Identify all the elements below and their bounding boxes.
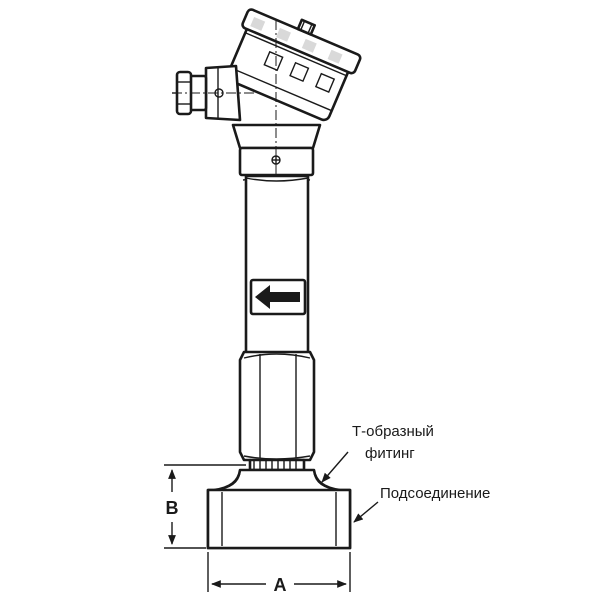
tee-fitting-label-line2: фитинг bbox=[365, 445, 415, 462]
callout-connection: Подсоединение bbox=[353, 485, 490, 523]
thread-ring bbox=[248, 458, 306, 472]
dimension-a: A bbox=[207, 552, 351, 595]
dimension-b-label: B bbox=[166, 498, 179, 518]
tee-fitting bbox=[206, 468, 352, 550]
terminal-head bbox=[172, 8, 362, 150]
dimension-a-label: A bbox=[274, 575, 287, 595]
tee-fitting-label-line1: Т-образный bbox=[352, 423, 434, 440]
callout-tee-fitting: Т-образный фитинг bbox=[321, 423, 434, 483]
flow-direction-plate bbox=[249, 278, 307, 316]
stem-tube bbox=[242, 174, 311, 358]
hex-nut bbox=[238, 350, 316, 462]
connection-label: Подсоединение bbox=[380, 485, 490, 502]
dimension-b: B bbox=[164, 464, 246, 549]
left-arrow-icon bbox=[255, 285, 300, 309]
